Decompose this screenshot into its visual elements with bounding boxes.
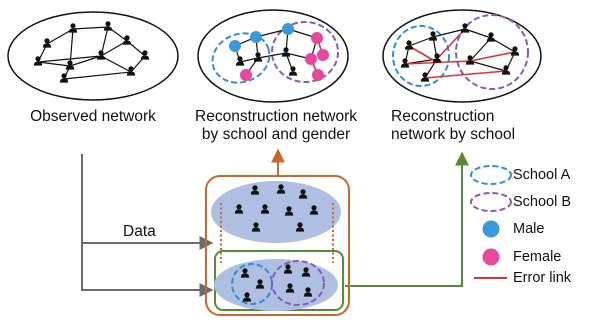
legend-school-b-swatch — [470, 192, 512, 212]
legend-male-label: Male — [513, 221, 545, 237]
recon-school-label-1: Reconstruction — [391, 108, 495, 125]
female-symbol-icon — [482, 248, 500, 266]
observed-network — [7, 11, 179, 101]
person-icon — [33, 21, 150, 83]
data-arrows — [81, 154, 214, 297]
recon-school-gender-label-2: by school and gender — [201, 126, 351, 143]
recon-school-network — [382, 9, 542, 103]
legend-school-a-swatch — [470, 165, 512, 185]
legend-symbols — [470, 165, 512, 279]
male-symbol-icon — [482, 220, 500, 238]
output-arrow-green — [345, 151, 469, 287]
legend-female-label: Female — [513, 249, 562, 265]
legend-error-link-label: Error link — [513, 270, 572, 286]
recon-school-gender-label-1: Reconstruction network — [195, 108, 357, 125]
model-box — [205, 175, 350, 316]
legend-school-b-label: School B — [513, 194, 572, 210]
recon-school-gender-network — [197, 9, 349, 103]
observed-network-label: Observed network — [30, 108, 156, 125]
legend-school-a-label: School A — [513, 167, 571, 183]
data-label: Data — [123, 223, 156, 240]
recon-school-label-2: network by school — [391, 126, 516, 143]
